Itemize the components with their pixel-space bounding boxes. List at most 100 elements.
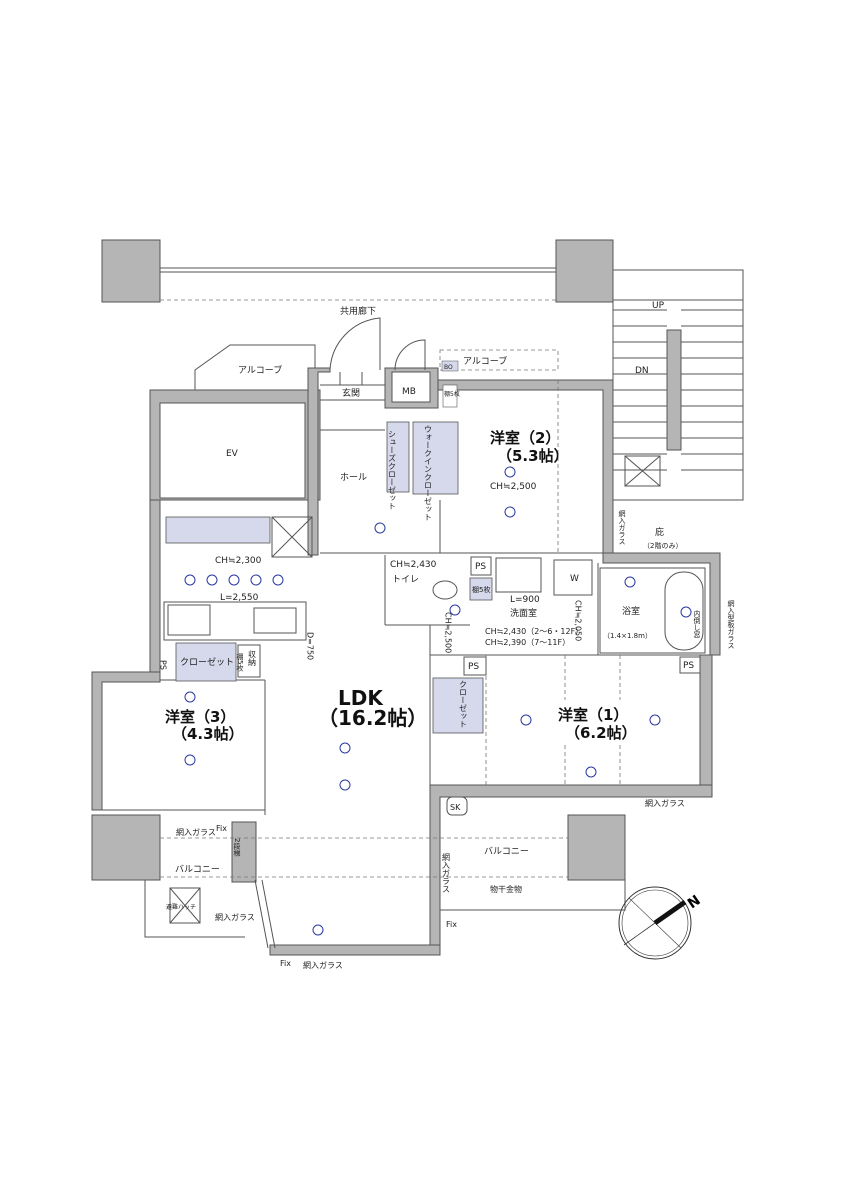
ev-label: EV xyxy=(226,449,239,459)
shelf-wash-label: 棚5枚 xyxy=(472,585,490,594)
ps-label: PS xyxy=(475,562,486,572)
bath-label: 浴室 xyxy=(622,605,640,617)
shelf-storage-label: 棚5枚 xyxy=(236,652,244,672)
ceiling-light-icon xyxy=(272,574,284,586)
cooktop xyxy=(167,604,211,636)
bo-label: BO xyxy=(444,364,453,371)
wire-glass-label: 網入ガラス xyxy=(645,798,685,808)
eaves-note: （2階のみ） xyxy=(643,541,682,550)
wire-glass-label: 網入ガラス xyxy=(618,509,626,545)
ldk-size: （16.2帖） xyxy=(318,706,427,730)
kitchen-counter xyxy=(163,601,307,641)
toilet-ch-label: CH≒2,430 xyxy=(390,560,437,570)
kitchen-ch-label: CH≒2,300 xyxy=(215,556,262,566)
evacuation-hatch-label: 避難ハッチ xyxy=(166,903,196,911)
bedroom2-size: （5.3帖） xyxy=(497,447,569,465)
vanity xyxy=(495,557,542,593)
alcove-right-label: アルコーブ xyxy=(463,355,507,367)
ceiling-light-icon xyxy=(680,606,692,618)
bedroom2-name: 洋室（2） xyxy=(490,429,560,447)
ceiling-light-icon xyxy=(184,574,196,586)
kitchen-depth-label: D=750 xyxy=(306,632,315,660)
bedroom3-name: 洋室（3） xyxy=(165,708,235,726)
ceiling-light-icon xyxy=(504,506,516,518)
shoe-closet xyxy=(386,421,410,493)
common-corridor-label: 共用廊下 xyxy=(340,305,376,317)
closet-bedroom3-label: クローゼット xyxy=(180,656,234,668)
bath-glass-label: 網入型板ガラス xyxy=(727,599,735,649)
ceiling-lights xyxy=(184,466,692,936)
closet-bedroom1-label: クローゼット xyxy=(459,680,468,728)
staircase xyxy=(612,269,744,501)
ch2050-label: CH≒2,050 xyxy=(574,600,583,641)
walk-in-closet xyxy=(412,421,459,495)
balcony-left-label: バルコニー xyxy=(175,864,220,875)
wire-glass-label: 網入ガラス xyxy=(442,852,451,893)
ceiling-light-icon xyxy=(184,754,196,766)
entrance-label: 玄関 xyxy=(342,387,360,399)
ceiling-light-icon xyxy=(504,466,516,478)
column xyxy=(101,239,161,303)
ceiling-light-icon xyxy=(624,576,636,588)
washer-label: W xyxy=(570,574,579,584)
bedroom3-size: （4.3帖） xyxy=(172,725,244,743)
fix-label: Fix xyxy=(446,920,457,929)
washroom-ch2: CH≒2,390（7〜11F） xyxy=(485,638,570,647)
ceiling-light-icon xyxy=(374,522,386,534)
ch2500-label: CH≒2,500 xyxy=(444,612,453,653)
ceiling-light-icon xyxy=(339,779,351,791)
laundry-hardware-label: 物干金物 xyxy=(490,884,522,894)
eaves-label: 庇 xyxy=(655,526,664,538)
washer-space xyxy=(553,559,593,596)
fix-label: Fix xyxy=(280,959,291,968)
ceiling-light-icon xyxy=(184,691,196,703)
mb-door[interactable] xyxy=(394,339,426,371)
shelf-label: 棚5枚 xyxy=(444,390,460,398)
kitchen-length-label: L=2,550 xyxy=(220,593,259,603)
bath-size-label: （1.4×1.8m） xyxy=(603,632,652,640)
closet-bedroom3 xyxy=(175,642,237,682)
wire-glass-label: 網入ガラス xyxy=(215,912,255,922)
closet-bedroom1 xyxy=(432,677,484,734)
mb-label: MB xyxy=(402,387,416,397)
balcony-right-label: バルコニー xyxy=(484,846,529,857)
ps-label: PS xyxy=(468,662,479,672)
wire-glass-label: 網入ガラス xyxy=(176,827,216,837)
washroom-label: 洗面室 xyxy=(510,607,537,619)
stair-up-label: UP xyxy=(652,301,665,311)
sink xyxy=(253,607,297,634)
evacuation-hatch xyxy=(169,887,201,924)
ceiling-light-icon xyxy=(520,714,532,726)
storage-label: 収納 xyxy=(248,649,257,667)
ceiling-light-icon xyxy=(449,604,461,616)
fix-label: Fix xyxy=(216,824,227,833)
entrance-door[interactable] xyxy=(329,317,381,371)
bathtub xyxy=(664,571,704,651)
column xyxy=(555,239,614,303)
toilet-bowl xyxy=(432,580,458,600)
shoe-closet-label: シューズクローゼット xyxy=(388,430,397,510)
washroom-ch1: CH≒2,430（2〜6・12F） xyxy=(485,627,583,636)
bathroom xyxy=(599,567,706,654)
ceiling-light-icon xyxy=(649,714,661,726)
vanity-length-label: L=900 xyxy=(510,595,540,605)
ps-label: PS xyxy=(683,661,694,671)
ceiling-light-icon xyxy=(585,766,597,778)
ceiling-light-icon xyxy=(339,742,351,754)
bedroom1-name: 洋室（1） xyxy=(558,706,628,724)
ldk-name: LDK xyxy=(338,686,384,710)
north-compass-icon xyxy=(618,886,692,960)
kitchen-cabinet xyxy=(165,516,271,544)
ceiling-light-icon xyxy=(250,574,262,586)
toilet-label: トイレ xyxy=(392,575,419,585)
hall-label: ホール xyxy=(340,472,367,483)
bedroom2-ch: CH≒2,500 xyxy=(490,482,537,492)
slop-sink-label: SK xyxy=(450,803,461,812)
bedroom1-size: （6.2帖） xyxy=(565,724,637,742)
ceiling-light-icon xyxy=(312,924,324,936)
inner-window-label: 内倒し窓 xyxy=(693,609,701,638)
walk-in-closet-label: ウォークインクローゼット xyxy=(424,425,433,521)
alcove-left-label: アルコーブ xyxy=(238,364,282,376)
ceiling-light-icon xyxy=(228,574,240,586)
